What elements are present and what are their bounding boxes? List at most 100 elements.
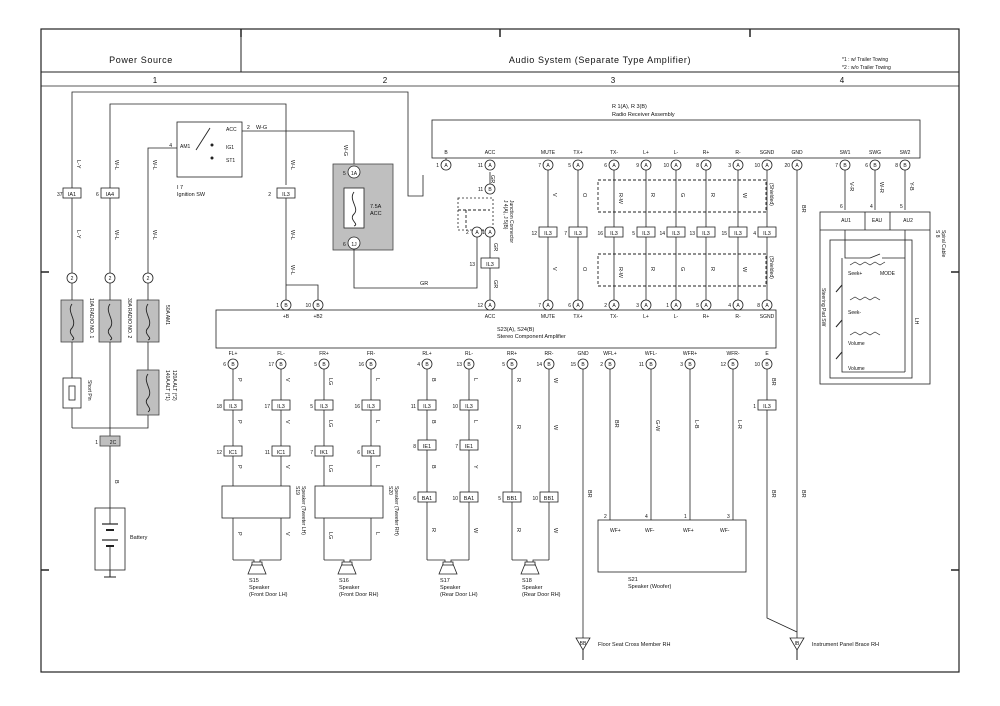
- svg-text:W-G: W-G: [342, 145, 348, 156]
- svg-text:A: A: [488, 303, 492, 309]
- svg-text:15: 15: [570, 362, 576, 368]
- column-label-2: 2: [383, 76, 388, 85]
- svg-text:12: 12: [477, 303, 483, 309]
- svg-text:IC1: IC1: [229, 450, 238, 456]
- svg-text:W-L: W-L: [289, 265, 295, 275]
- svg-text:A: A: [546, 163, 550, 169]
- svg-text:IL3: IL3: [672, 231, 680, 237]
- amp-id: S23(A), S24(B): [497, 327, 534, 333]
- svg-text:Y-B: Y-B: [908, 182, 914, 191]
- svg-text:Floor Seat Cross Member RH: Floor Seat Cross Member RH: [598, 642, 670, 648]
- svg-text:4: 4: [753, 231, 756, 237]
- radio-pin-name: TX-: [610, 150, 618, 156]
- ignition-name: Ignition SW: [177, 192, 206, 198]
- svg-text:GR: GR: [420, 281, 428, 287]
- svg-text:16: 16: [358, 362, 364, 368]
- wire-label-wl-1: W-L: [113, 160, 119, 170]
- connector-ie1: [417, 439, 437, 451]
- amp-top-pin-name: R-: [735, 314, 741, 320]
- svg-text:A: A: [488, 163, 492, 169]
- amp-bottom-pin-name: FR-: [367, 351, 376, 357]
- svg-text:B: B: [547, 362, 551, 368]
- connector-inline: [223, 445, 243, 457]
- svg-text:BA1: BA1: [422, 496, 432, 502]
- svg-text:B: B: [430, 378, 436, 382]
- svg-text:15: 15: [721, 231, 727, 237]
- radio-pin-name: TX+: [573, 150, 582, 156]
- svg-text:BR: BR: [800, 205, 806, 213]
- tweeter-rh: [314, 485, 384, 519]
- wire-label-wl-4: W-L: [151, 230, 157, 240]
- fuse-alt-label-1: 140A ALT (*1): [164, 370, 170, 401]
- amp-top-pin-name: +B2: [313, 314, 322, 320]
- svg-text:A: A: [795, 163, 799, 169]
- svg-text:IE1: IE1: [465, 444, 473, 450]
- svg-text:LG: LG: [327, 420, 333, 427]
- steering-pad-switch: [829, 239, 913, 379]
- svg-text:WF-: WF-: [720, 528, 730, 534]
- svg-text:ACC: ACC: [370, 211, 382, 217]
- radio-name: Radio Receiver Assembly: [612, 112, 675, 118]
- svg-text:2: 2: [604, 514, 607, 520]
- svg-text:EAU: EAU: [872, 218, 883, 224]
- svg-text:A: A: [644, 163, 648, 169]
- svg-text:B: B: [608, 362, 612, 368]
- column-label-3: 3: [611, 76, 616, 85]
- connector-body: [502, 491, 522, 503]
- connector-ia1: [62, 187, 82, 199]
- speaker-icon: [337, 563, 357, 575]
- svg-text:Speaker (Woofer): Speaker (Woofer): [628, 584, 671, 590]
- svg-text:R: R: [430, 528, 436, 532]
- fuse-alt: [136, 369, 160, 416]
- wire-label-wl-2: W-L: [151, 160, 157, 170]
- speaker-id: S15: [249, 578, 259, 584]
- svg-text:A: A: [488, 230, 492, 236]
- svg-text:3: 3: [636, 303, 639, 309]
- svg-text:4: 4: [870, 204, 873, 210]
- svg-text:1: 1: [753, 404, 756, 410]
- svg-text:2: 2: [600, 362, 603, 368]
- svg-text:BB1: BB1: [507, 496, 517, 502]
- svg-text:B: B: [425, 362, 429, 368]
- svg-text:7: 7: [538, 303, 541, 309]
- svg-text:6: 6: [413, 496, 416, 502]
- svg-text:13: 13: [456, 362, 462, 368]
- amp-top-pin-name: TX-: [610, 314, 618, 320]
- svg-text:IL3: IL3: [486, 262, 494, 268]
- radio-pin-name: MUTE: [541, 150, 556, 156]
- svg-text:7: 7: [564, 231, 567, 237]
- svg-text:1: 1: [684, 514, 687, 520]
- column-label-1: 1: [153, 76, 158, 85]
- svg-text:WF-: WF-: [645, 528, 655, 534]
- svg-text:B: B: [688, 362, 692, 368]
- svg-text:V: V: [551, 193, 557, 197]
- svg-text:A: A: [644, 303, 648, 309]
- svg-text:10: 10: [452, 496, 458, 502]
- svg-text:11: 11: [265, 450, 270, 456]
- svg-text:8: 8: [895, 163, 898, 169]
- svg-text:Instrument Panel Brace RH: Instrument Panel Brace RH: [812, 642, 879, 648]
- svg-text:10: 10: [532, 496, 538, 502]
- wire-label-ly-2: L-Y: [75, 230, 81, 239]
- svg-text:B: B: [488, 187, 492, 193]
- header-note-2: *2 : w/o Trailer Towing: [842, 65, 891, 71]
- connector-il3: [417, 399, 437, 411]
- svg-text:11: 11: [478, 187, 483, 193]
- svg-text:IC1: IC1: [277, 450, 286, 456]
- svg-text:L: L: [374, 420, 380, 423]
- ground-ib: [789, 637, 805, 651]
- svg-text:IL3: IL3: [320, 404, 328, 410]
- svg-text:LG: LG: [327, 378, 333, 385]
- wire-ly-main: [71, 91, 424, 280]
- svg-text:(Shielded): (Shielded): [768, 183, 774, 206]
- svg-text:14: 14: [659, 231, 665, 237]
- svg-text:GR: GR: [492, 243, 498, 251]
- svg-text:R: R: [515, 425, 521, 429]
- svg-text:W: W: [741, 193, 747, 199]
- svg-text:A: A: [704, 303, 708, 309]
- svg-text:A: A: [674, 303, 678, 309]
- header-left-title: Power Source: [109, 55, 173, 65]
- svg-text:2: 2: [604, 303, 607, 309]
- radio-pin-name: GND: [791, 150, 803, 156]
- speaker-icon: [247, 563, 267, 575]
